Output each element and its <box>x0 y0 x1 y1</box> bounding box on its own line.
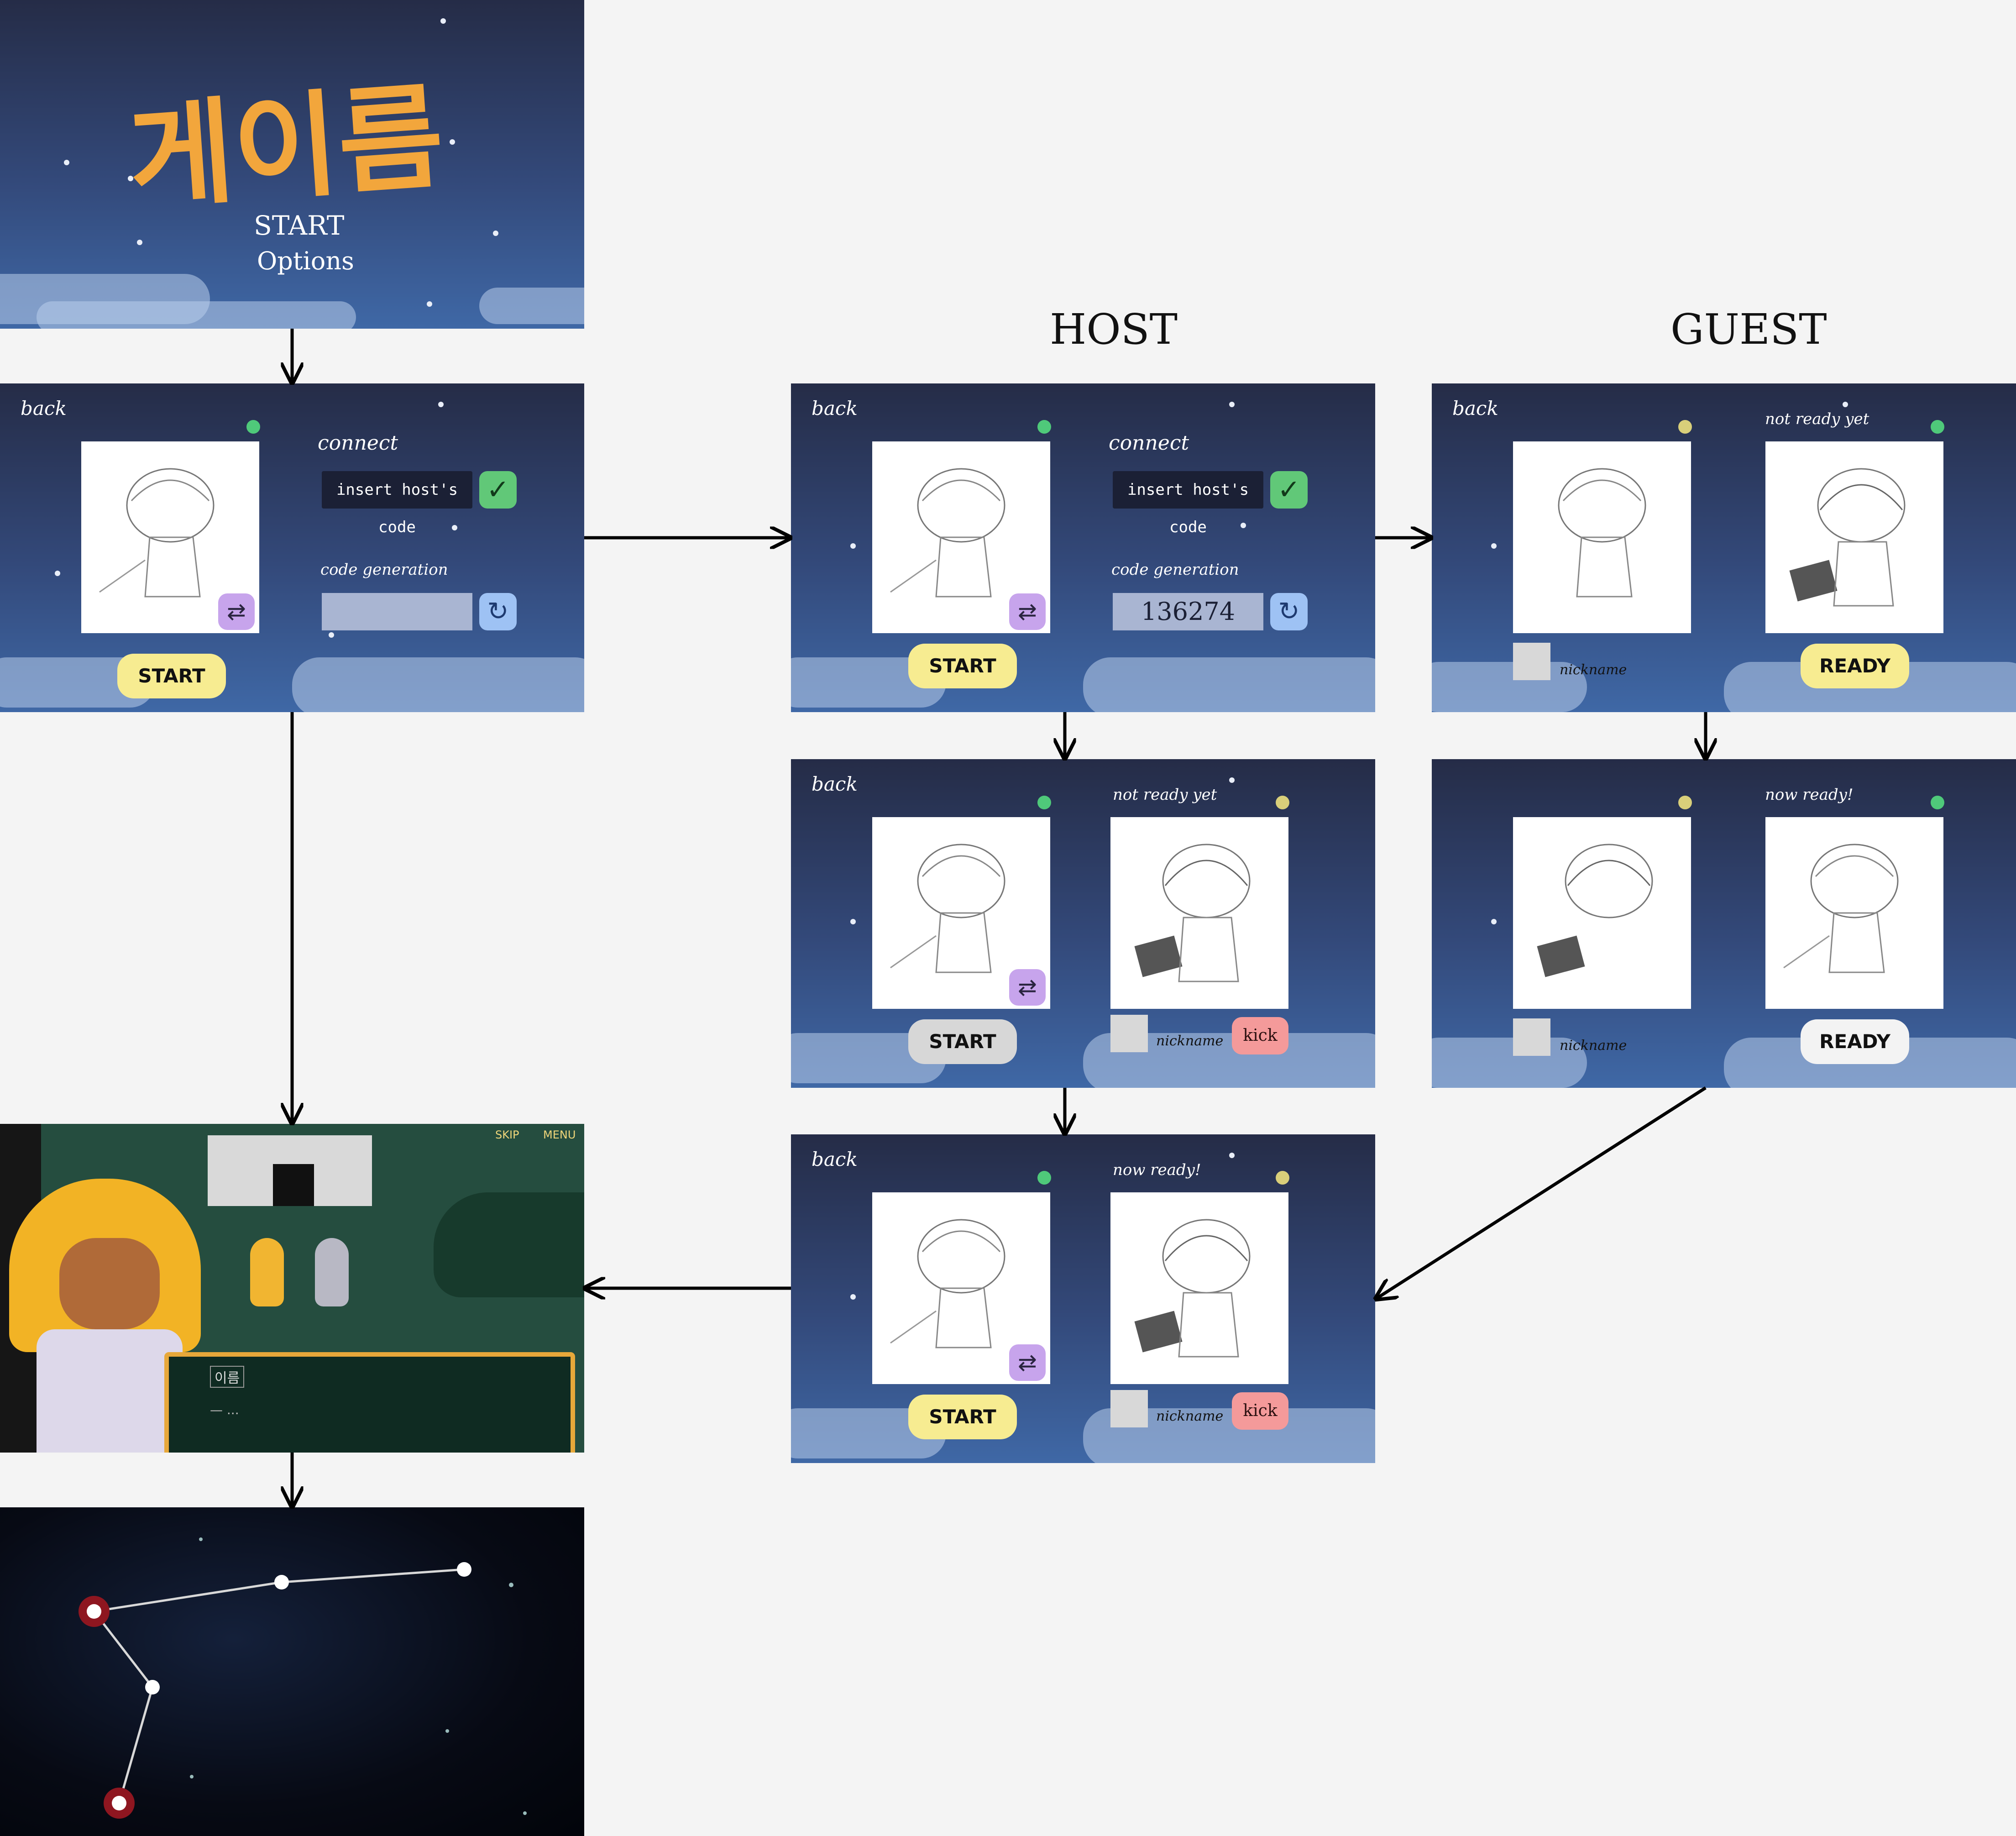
back-button[interactable]: back <box>812 397 858 420</box>
start-button-disabled[interactable]: START <box>908 1019 1017 1064</box>
dialog-box: 이름 — ... <box>164 1352 575 1453</box>
guest-portrait <box>1765 817 1943 1009</box>
connect-label: connect <box>318 431 398 455</box>
title-screen: 게이름 START Options <box>0 0 584 329</box>
refresh-code-button[interactable]: ↻ <box>479 593 517 630</box>
guest-ready-state: now ready! <box>1765 786 1854 804</box>
back-button[interactable]: back <box>1452 397 1498 420</box>
menu-options[interactable]: Options <box>257 247 354 275</box>
orange-figure-icon <box>250 1238 284 1306</box>
guest-ready-state: not ready yet <box>1765 410 1869 428</box>
grey-figure-icon <box>315 1238 349 1306</box>
guest-now-ready: now ready! nickname READY <box>1432 759 2016 1088</box>
generated-code-field: 136274 <box>1113 593 1263 630</box>
connect-label: connect <box>1109 431 1189 455</box>
sketch-character-book-icon <box>1537 844 1653 977</box>
game-title: 게이름 <box>124 70 448 225</box>
refresh-code-button[interactable]: ↻ <box>1270 593 1308 630</box>
sketch-character-book-icon <box>1789 468 1906 607</box>
swap-character-button[interactable]: ⇄ <box>1009 969 1046 1006</box>
skip-button[interactable]: SKIP <box>495 1128 519 1141</box>
start-button[interactable]: START <box>117 654 226 698</box>
swap-character-button[interactable]: ⇄ <box>1009 1344 1046 1381</box>
menu-button[interactable]: MENU <box>543 1128 576 1141</box>
house-door <box>273 1164 314 1206</box>
host-heading: HOST <box>1050 305 1178 354</box>
back-button[interactable]: back <box>812 773 858 795</box>
host-portrait <box>1513 441 1691 633</box>
star-node-icon[interactable] <box>457 1562 471 1577</box>
generated-code-field <box>322 593 472 630</box>
host-status-dot <box>1678 420 1692 434</box>
sketch-character-book-icon <box>1134 1219 1251 1358</box>
host-status-dot <box>246 420 260 434</box>
kick-button[interactable]: kick <box>1232 1017 1288 1054</box>
star-node-icon[interactable] <box>274 1575 289 1589</box>
guest-nickname: nickname <box>1156 1033 1224 1049</box>
host-status-dot <box>1037 796 1051 809</box>
sketch-character-icon <box>99 468 215 598</box>
guest-nickname-avatar <box>1110 1390 1148 1427</box>
swap-character-button[interactable]: ⇄ <box>218 593 255 630</box>
ready-button-active[interactable]: READY <box>1801 1019 1909 1064</box>
arrow-guest-ready-to-host-ready <box>1376 1086 1707 1299</box>
bush <box>434 1192 584 1297</box>
constellation-map <box>79 1537 527 1819</box>
host-guest-now-ready: back now ready! ⇄ START nickname kick <box>791 1134 1375 1463</box>
confirm-code-button[interactable]: ✓ <box>479 471 517 509</box>
guest-portrait <box>1765 441 1943 633</box>
dialog-text: — ... <box>210 1402 239 1417</box>
guest-nickname-avatar <box>1110 1015 1148 1052</box>
host-nickname: nickname <box>1560 1038 1627 1054</box>
constellation-screen <box>0 1507 584 1836</box>
swap-character-button[interactable]: ⇄ <box>1009 593 1046 630</box>
guest-nickname: nickname <box>1156 1408 1224 1424</box>
host-code-input[interactable]: insert host's code <box>1113 471 1263 536</box>
start-button[interactable]: START <box>908 1395 1017 1439</box>
sketch-character-icon <box>1783 844 1899 973</box>
game-scene: 이름 — ... SKIP MENU <box>0 1124 584 1453</box>
guest-heading: GUEST <box>1670 305 1827 354</box>
guest-ready-state: not ready yet <box>1113 786 1217 804</box>
lobby-initial: back ⇄ connect insert host's code ✓ code… <box>0 383 584 712</box>
menu-start[interactable]: START <box>254 210 345 241</box>
host-portrait <box>1513 817 1691 1009</box>
sketch-character-icon <box>1558 468 1646 598</box>
guest-ready-state: now ready! <box>1113 1161 1201 1179</box>
guest-joined: back not ready yet nickname READY <box>1432 383 2016 712</box>
host-guest-not-ready: back not ready yet ⇄ START nickname kick <box>791 759 1375 1088</box>
host-status-dot <box>1678 796 1692 809</box>
host-nickname-avatar <box>1513 643 1550 680</box>
guest-status-dot <box>1276 796 1289 809</box>
code-generation-label: code generation <box>320 561 448 579</box>
sketch-character-icon <box>890 468 1005 598</box>
guest-portrait <box>1110 1192 1288 1384</box>
back-button[interactable]: back <box>812 1148 858 1170</box>
host-status-dot <box>1037 420 1051 434</box>
ready-button[interactable]: READY <box>1801 644 1909 688</box>
start-button[interactable]: START <box>908 644 1017 688</box>
kick-button[interactable]: kick <box>1232 1392 1288 1430</box>
confirm-code-button[interactable]: ✓ <box>1270 471 1308 509</box>
host-nickname: nickname <box>1560 662 1627 678</box>
guest-status-dot <box>1276 1171 1289 1185</box>
guest-status-dot <box>1931 420 1944 434</box>
back-button[interactable]: back <box>21 397 67 420</box>
host-code-generated: back ⇄ connect insert host's code ✓ code… <box>791 383 1375 712</box>
sketch-character-book-icon <box>1134 844 1251 982</box>
host-status-dot <box>1037 1171 1051 1185</box>
host-nickname-avatar <box>1513 1018 1550 1056</box>
guest-portrait <box>1110 817 1288 1009</box>
character-portrait <box>9 1179 205 1453</box>
dialog-speaker-name: 이름 <box>210 1366 245 1388</box>
star-node-icon[interactable] <box>145 1680 160 1694</box>
host-code-input[interactable]: insert host's code <box>322 471 472 536</box>
code-generation-label: code generation <box>1111 561 1239 579</box>
player-portrait <box>81 441 259 633</box>
sketch-character-icon <box>890 844 1005 973</box>
sketch-character-icon <box>890 1219 1005 1348</box>
guest-status-dot <box>1931 796 1944 809</box>
